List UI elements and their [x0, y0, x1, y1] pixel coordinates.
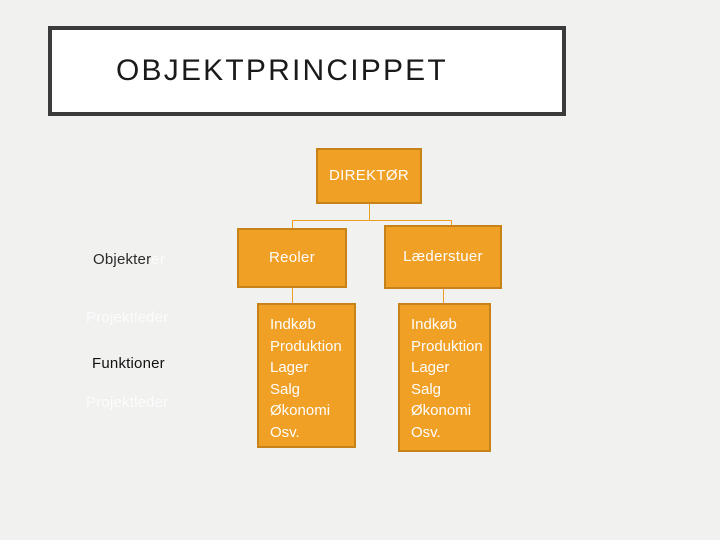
- page-title: OBJEKTPRINCIPPET: [116, 54, 448, 87]
- connector-reoler-detail: [292, 288, 293, 304]
- org-node-direktor-label: DIREKTØR: [329, 167, 409, 184]
- org-node-laederstuer[interactable]: Læderstuer: [384, 225, 502, 289]
- detail-box-laederstuer[interactable]: Indkøb Produktion Lager Salg Økonomi Osv…: [398, 303, 491, 452]
- detail-list-laederstuer: Indkøb Produktion Lager Salg Økonomi Osv…: [411, 314, 489, 443]
- list-item: Salg: [270, 380, 301, 398]
- list-item: Økonomi: [411, 402, 472, 419]
- list-item: Indkøb: [411, 316, 457, 333]
- title-box: OBJEKTPRINCIPPET: [48, 26, 566, 116]
- list-item: Osv.: [270, 423, 300, 441]
- org-node-reoler[interactable]: Reoler: [237, 228, 347, 288]
- list-item: Økonomi: [270, 402, 331, 419]
- org-node-reoler-label: Reoler: [269, 249, 315, 266]
- connector-horizontal-bus: [292, 220, 452, 221]
- list-item: Osv.: [411, 423, 441, 441]
- list-item: Lager: [411, 359, 450, 376]
- annotation-projektleder-bottom: Projektleder: [86, 394, 169, 411]
- list-item: Produktion: [411, 337, 483, 355]
- org-node-laederstuer-label: Læderstuer: [403, 248, 483, 265]
- annotation-projektleder-top: Projektleder: [86, 309, 169, 326]
- detail-list-reoler: Indkøb Produktion Lager Salg Økonomi Osv…: [270, 314, 354, 443]
- annotation-objekter: Objekterer: [93, 251, 165, 268]
- connector-drop-left: [292, 220, 293, 229]
- list-item: Indkøb: [270, 316, 316, 333]
- annotation-funktioner: Funktioner: [92, 355, 165, 372]
- list-item: Lager: [270, 359, 309, 376]
- annotation-objekter-ghost: er: [151, 251, 166, 268]
- connector-root-stem: [369, 204, 370, 221]
- connector-laederstuer-detail: [443, 289, 444, 304]
- org-node-direktor[interactable]: DIREKTØR: [316, 148, 422, 204]
- detail-box-reoler[interactable]: Indkøb Produktion Lager Salg Økonomi Osv…: [257, 303, 356, 448]
- list-item: Salg: [411, 380, 442, 398]
- annotation-objekter-text: Objekter: [93, 251, 152, 268]
- list-item: Produktion: [270, 337, 342, 355]
- connector-drop-right: [451, 220, 452, 226]
